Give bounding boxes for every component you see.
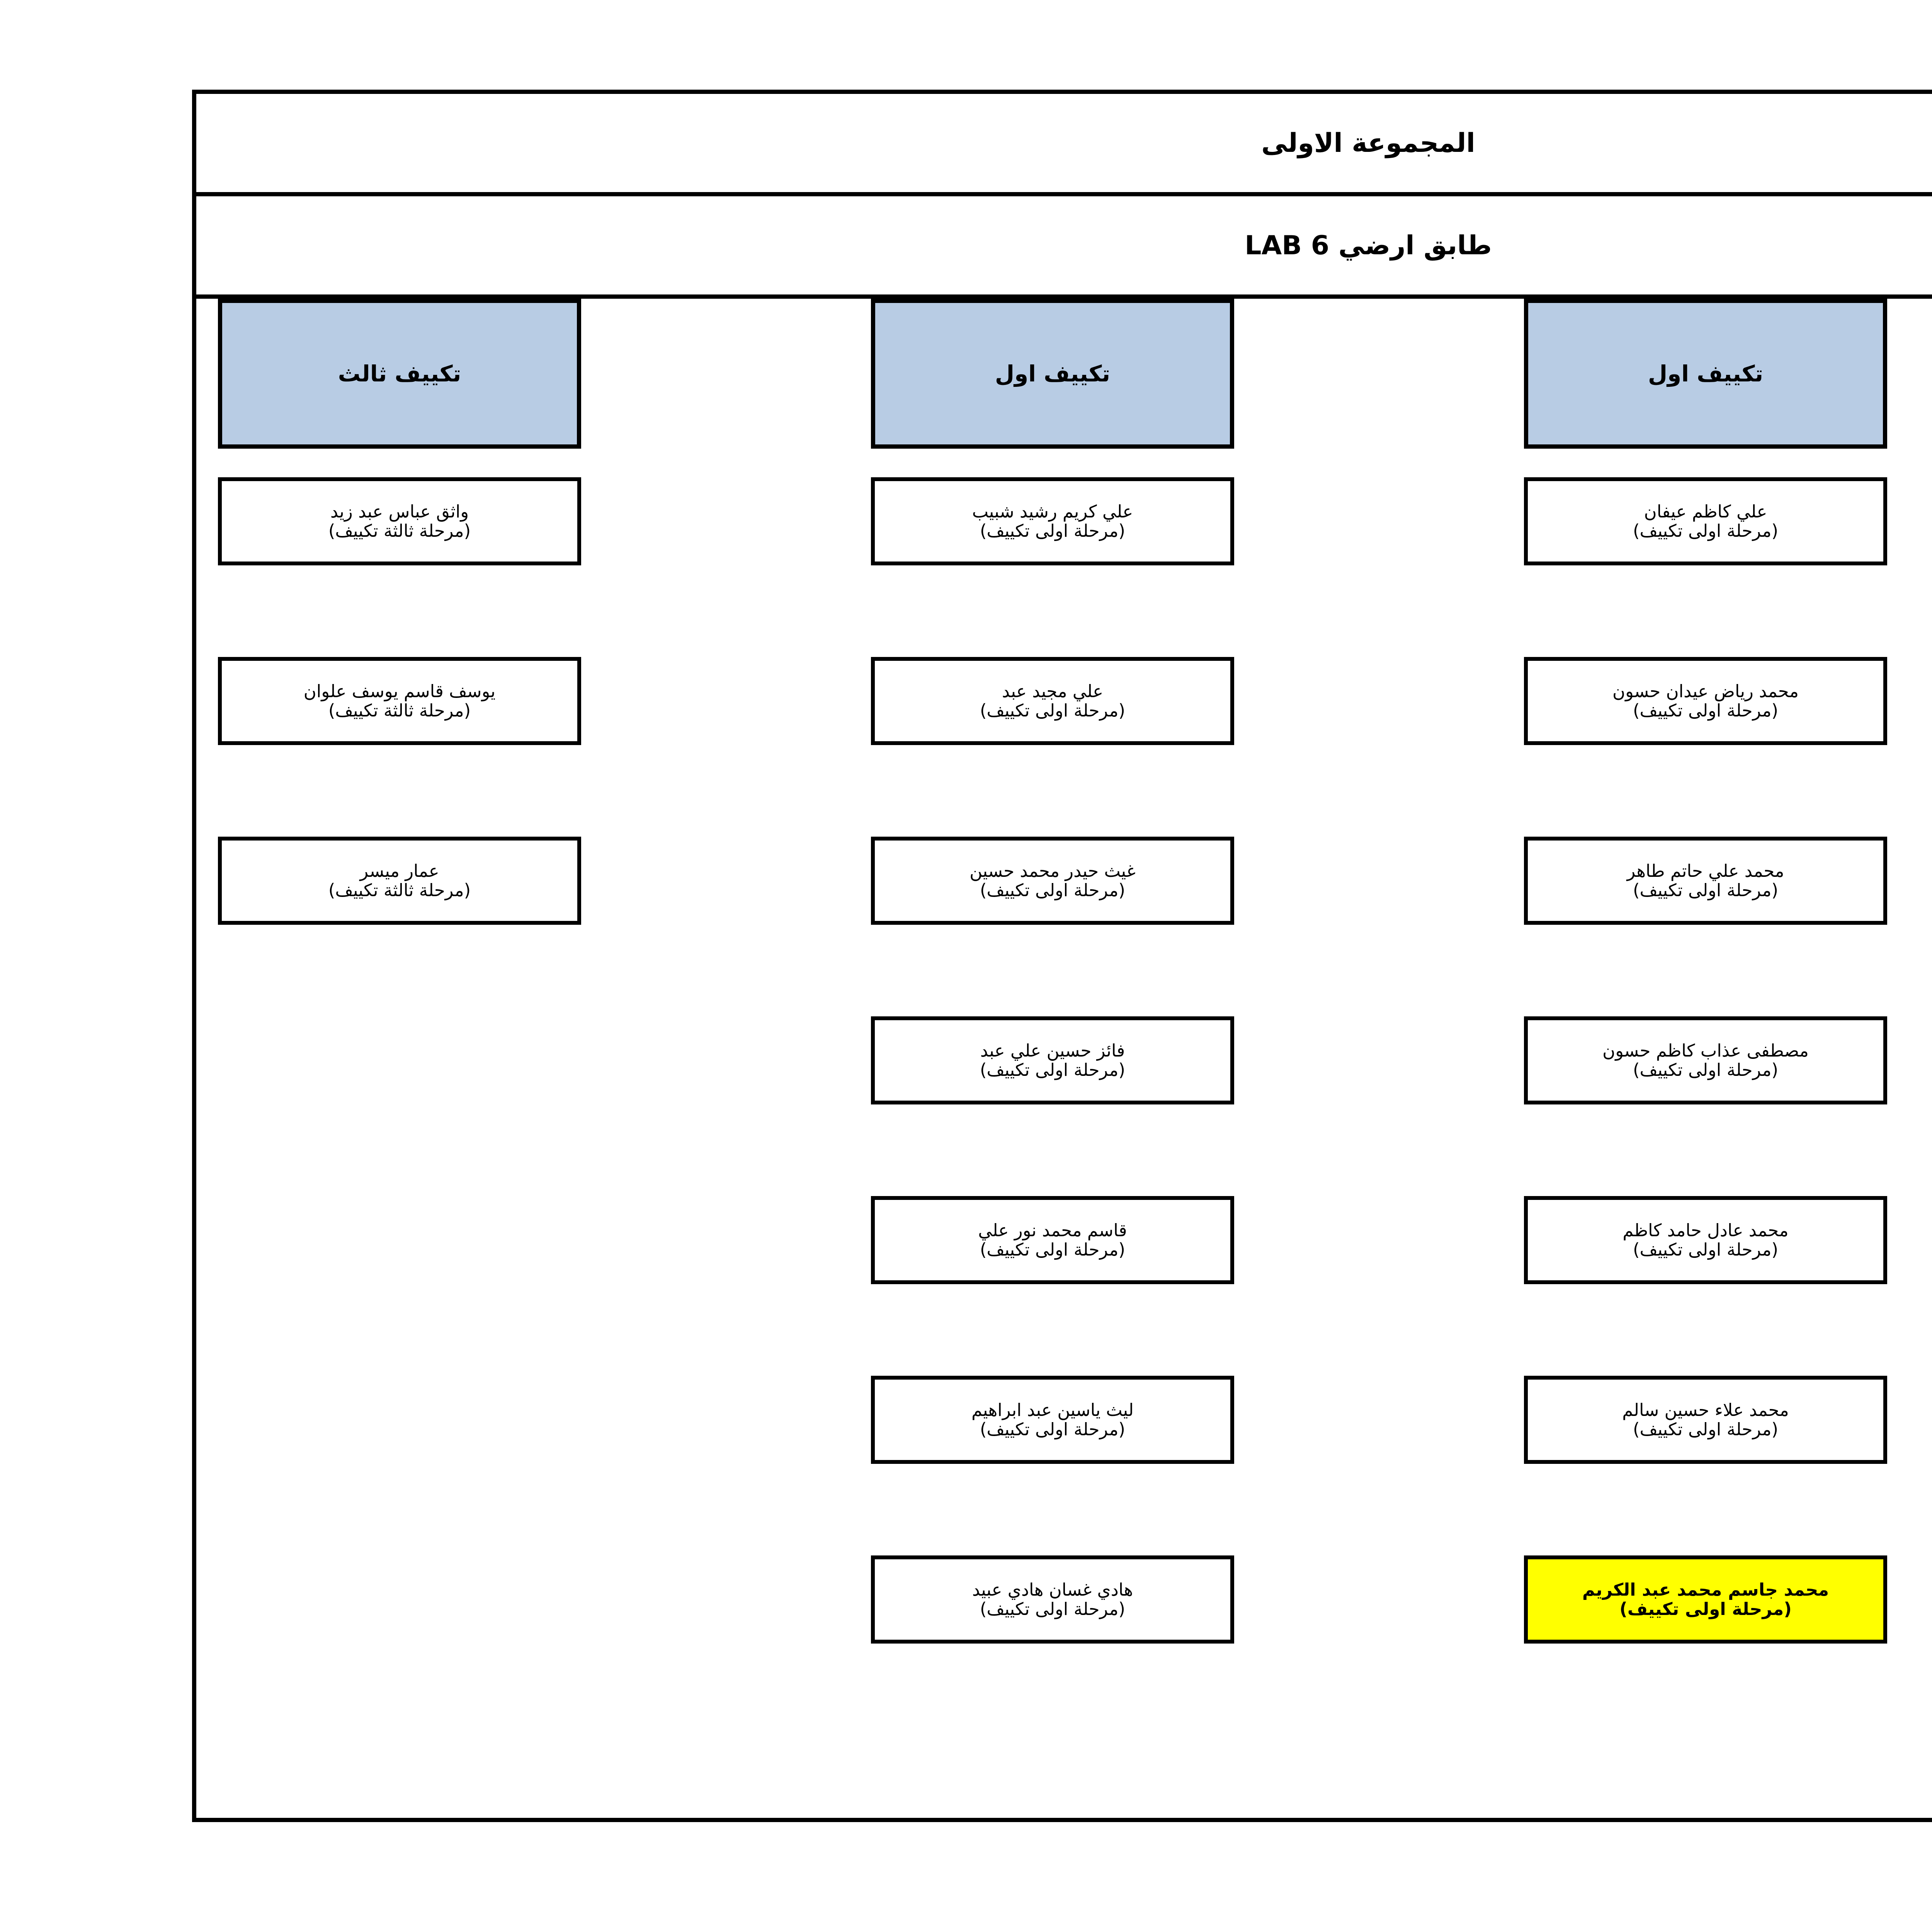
student-stage: (مرحلة اولى تكييف) <box>980 1060 1126 1080</box>
student-name: عمار ميسر <box>360 860 439 881</box>
name-card-highlighted[interactable]: محمد جاسم محمد عبد الكريم (مرحلة اولى تك… <box>1524 1555 1887 1644</box>
name-card[interactable]: مصطفى عذاب كاظم حسون (مرحلة اولى تكييف) <box>1524 1016 1887 1104</box>
name-card[interactable]: عمار ميسر (مرحلة ثالثة تكييف) <box>218 837 581 925</box>
student-name: محمد علي حاتم طاهر <box>1627 860 1784 881</box>
name-card[interactable]: علي كاظم عيفان (مرحلة اولى تكييف) <box>1524 477 1887 565</box>
student-name: قاسم محمد نور علي <box>978 1220 1127 1240</box>
student-name: ليث ياسين عبد ابراهيم <box>971 1399 1134 1420</box>
student-name: هادي غسان هادي عبيد <box>972 1579 1133 1600</box>
name-card[interactable]: غيث حيدر محمد حسين (مرحلة اولى تكييف) <box>871 837 1234 925</box>
name-card[interactable]: فائز حسين علي عبد (مرحلة اولى تكييف) <box>871 1016 1234 1104</box>
name-card[interactable]: محمد عادل حامد كاظم (مرحلة اولى تكييف) <box>1524 1196 1887 1284</box>
student-name: فائز حسين علي عبد <box>980 1040 1125 1061</box>
student-name: محمد جاسم محمد عبد الكريم <box>1582 1579 1829 1600</box>
student-stage: (مرحلة اولى تكييف) <box>980 880 1126 900</box>
column-header-3: تكييف ثالث <box>218 299 581 449</box>
name-card[interactable]: علي كريم رشيد شبيب (مرحلة اولى تكييف) <box>871 477 1234 565</box>
column-header-label: تكييف اول <box>1648 361 1764 387</box>
name-card[interactable]: محمد علاء حسين سالم (مرحلة اولى تكييف) <box>1524 1376 1887 1464</box>
column-group-3: تكييف ثالث واثق عباس عبد زيد (مرحلة ثالث… <box>218 299 581 1822</box>
student-stage: (مرحلة اولى تكييف) <box>1633 1419 1779 1440</box>
column-group-2: تكييف اول علي كريم رشيد شبيب (مرحلة اولى… <box>871 299 1234 1822</box>
student-stage: (مرحلة اولى تكييف) <box>1619 1599 1792 1619</box>
name-card[interactable]: علي مجيد عبد (مرحلة اولى تكييف) <box>871 657 1234 745</box>
student-stage: (مرحلة اولى تكييف) <box>980 700 1126 721</box>
page-subtitle: طابق ارضي LAB 6 <box>1245 230 1492 261</box>
student-name: غيث حيدر محمد حسين <box>969 860 1136 881</box>
student-stage: (مرحلة ثالثة تكييف) <box>328 700 471 721</box>
column-header-2: تكييف اول <box>871 299 1234 449</box>
student-stage: (مرحلة اولى تكييف) <box>980 1599 1126 1619</box>
name-card[interactable]: محمد رياض عيدان حسون (مرحلة اولى تكييف) <box>1524 657 1887 745</box>
name-card[interactable]: ليث ياسين عبد ابراهيم (مرحلة اولى تكييف) <box>871 1376 1234 1464</box>
student-stage: (مرحلة اولى تكييف) <box>980 1419 1126 1440</box>
student-stage: (مرحلة اولى تكييف) <box>980 521 1126 541</box>
column-header-1: تكييف اول <box>1524 299 1887 449</box>
name-card[interactable]: محمد علي حاتم طاهر (مرحلة اولى تكييف) <box>1524 837 1887 925</box>
student-stage: (مرحلة اولى تكييف) <box>1633 880 1779 900</box>
main-title-banner: المجموعة الاولى <box>196 94 1932 196</box>
sub-title-banner: طابق ارضي LAB 6 <box>196 196 1932 299</box>
name-card[interactable]: يوسف قاسم يوسف علوان (مرحلة ثالثة تكييف) <box>218 657 581 745</box>
column-header-label: تكييف اول <box>995 361 1111 387</box>
student-stage: (مرحلة اولى تكييف) <box>980 1239 1126 1260</box>
student-name: محمد علاء حسين سالم <box>1622 1399 1789 1420</box>
column-group-1: تكييف اول علي كاظم عيفان (مرحلة اولى تكي… <box>1524 299 1887 1822</box>
student-name: واثق عباس عبد زيد <box>330 501 469 522</box>
student-stage: (مرحلة اولى تكييف) <box>1633 700 1779 721</box>
student-name: يوسف قاسم يوسف علوان <box>303 681 496 701</box>
student-name: محمد رياض عيدان حسون <box>1612 681 1799 701</box>
student-name: مصطفى عذاب كاظم حسون <box>1602 1040 1809 1061</box>
student-stage: (مرحلة اولى تكييف) <box>1633 521 1779 541</box>
name-card[interactable]: هادي غسان هادي عبيد (مرحلة اولى تكييف) <box>871 1555 1234 1644</box>
student-name: علي كريم رشيد شبيب <box>972 501 1133 522</box>
column-header-label: تكييف ثالث <box>338 361 461 387</box>
seating-grid: تكييف اول علي احمد محمود (مرحلة اولى تكي… <box>196 299 1932 1822</box>
student-stage: (مرحلة اولى تكييف) <box>1633 1239 1779 1260</box>
student-stage: (مرحلة اولى تكييف) <box>1633 1060 1779 1080</box>
name-card[interactable]: قاسم محمد نور علي (مرحلة اولى تكييف) <box>871 1196 1234 1284</box>
assignment-sheet: المجموعة الاولى طابق ارضي LAB 6 تكييف او… <box>192 90 1932 1822</box>
student-stage: (مرحلة ثالثة تكييف) <box>328 880 471 900</box>
student-stage: (مرحلة ثالثة تكييف) <box>328 521 471 541</box>
student-name: محمد عادل حامد كاظم <box>1622 1220 1789 1240</box>
student-name: علي مجيد عبد <box>1002 681 1104 701</box>
student-name: علي كاظم عيفان <box>1644 501 1767 522</box>
name-card[interactable]: واثق عباس عبد زيد (مرحلة ثالثة تكييف) <box>218 477 581 565</box>
page-title: المجموعة الاولى <box>1261 128 1475 158</box>
